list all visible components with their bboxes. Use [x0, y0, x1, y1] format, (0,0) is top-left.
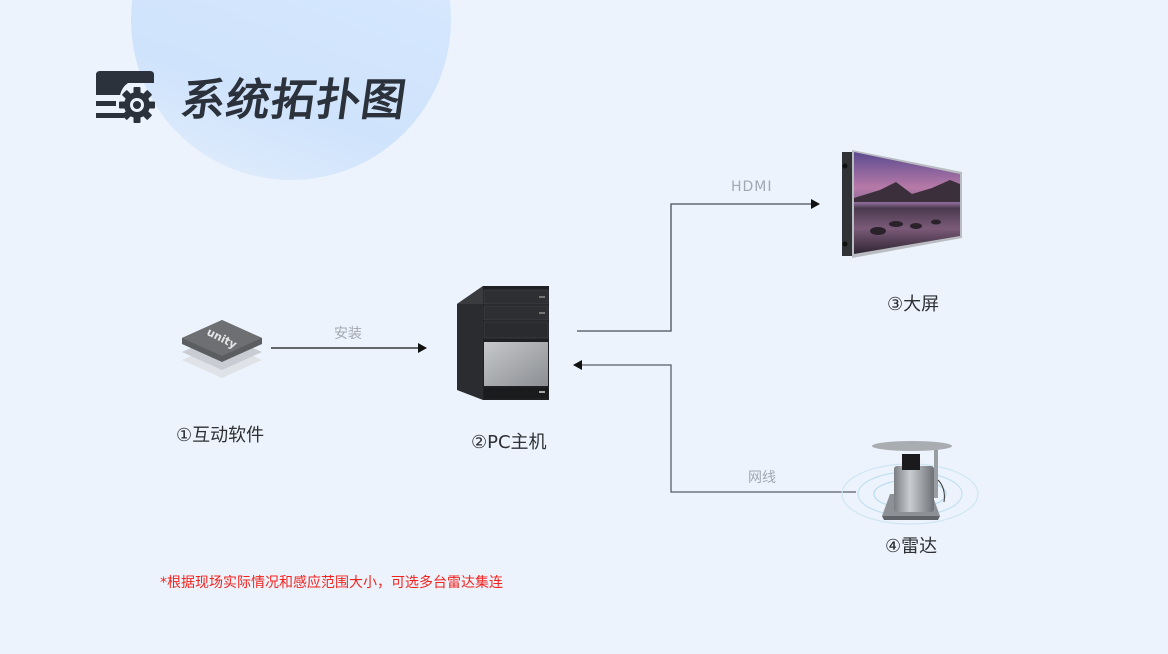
node-label-radar: ④雷达 [885, 536, 938, 557]
node-label-pc: ②PC主机 [471, 432, 547, 453]
page-header: 系统拓扑图 [92, 64, 410, 128]
connection-hdmi-line [577, 199, 820, 332]
pc-tower-icon [457, 286, 549, 400]
node-label-screen: ③大屏 [887, 294, 940, 315]
connection-label-install: 安装 [334, 326, 362, 342]
footnote: *根据现场实际情况和感应范围大小，可选多台雷达集连 [160, 575, 503, 591]
node-label-software: ①互动软件 [176, 425, 265, 446]
radar-sensor-icon [841, 441, 979, 525]
unity-logo-icon: unity [182, 320, 262, 378]
connection-network-line [573, 360, 856, 493]
connection-label-network: 网线 [748, 470, 776, 486]
led-screen-icon [842, 150, 962, 258]
system-settings-icon [96, 71, 155, 123]
connection-label-hdmi: HDMI [731, 179, 773, 195]
